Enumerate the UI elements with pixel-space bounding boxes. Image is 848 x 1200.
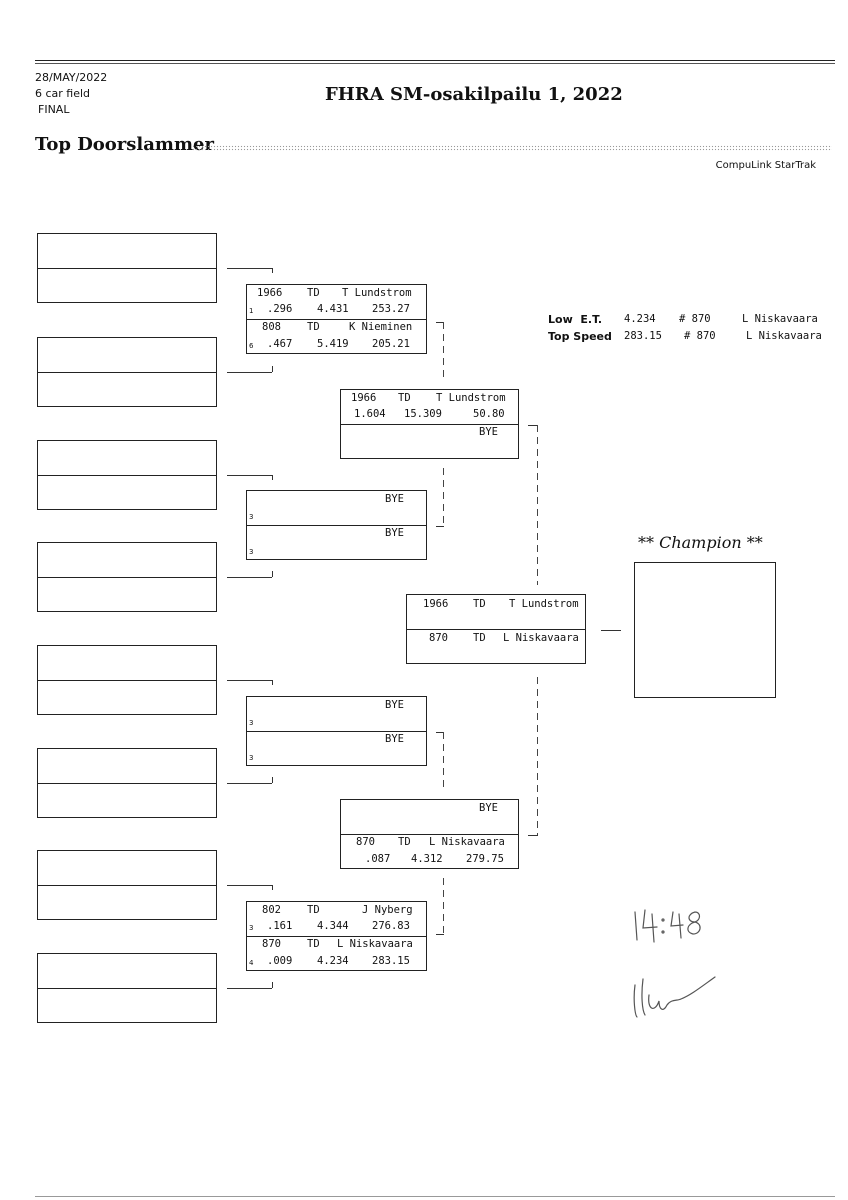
entry-box-3 <box>37 440 217 510</box>
elapsed-time: 4.234 <box>317 955 349 967</box>
elapsed-time: 5.419 <box>317 338 349 350</box>
entry-box-5 <box>37 645 217 715</box>
elapsed-time: 4.344 <box>317 920 349 932</box>
car-number: 802 <box>262 904 281 916</box>
car-number: 1966 <box>423 598 449 610</box>
bye-label: BYE <box>479 802 498 814</box>
semifinal-1: 1966 TD T Lundstrom 1.604 15.309 50.80 B… <box>340 389 519 459</box>
seed: 3 <box>249 924 254 932</box>
round1-match-1: 1966 TD T Lundstrom 1 .296 4.431 253.27 … <box>246 284 427 354</box>
driver-name: J Nyberg <box>362 904 413 916</box>
car-number: 870 <box>356 836 375 848</box>
driver-name: L Niskavaara <box>429 836 505 848</box>
entry-box-6 <box>37 748 217 818</box>
bottom-rule <box>35 1196 835 1197</box>
bye-label: BYE <box>385 733 404 745</box>
class-code: TD <box>473 598 486 610</box>
reaction-time: .296 <box>267 303 293 315</box>
top-speed-car: # 870 <box>684 330 716 342</box>
dotted-bar <box>192 145 832 151</box>
seed: 1 <box>249 307 254 315</box>
speed: 50.80 <box>473 408 505 420</box>
semifinal-2: BYE 870 TD L Niskavaara .087 4.312 279.7… <box>340 799 519 869</box>
speed: 276.83 <box>372 920 410 932</box>
speed: 279.75 <box>466 853 504 865</box>
field-size: 6 car field <box>35 87 91 100</box>
signature-image <box>633 976 716 1018</box>
handwritten-time <box>634 909 701 943</box>
class-code: TD <box>307 287 320 299</box>
car-number: 1966 <box>257 287 283 299</box>
bye-label: BYE <box>385 527 404 539</box>
elapsed-time: 4.312 <box>411 853 443 865</box>
driver-name: T Lundstrom <box>436 392 506 404</box>
elapsed-time: 4.431 <box>317 303 349 315</box>
seed: 3 <box>249 548 254 556</box>
seed: 3 <box>249 719 254 727</box>
top-speed-value: 283.15 <box>624 330 662 342</box>
low-et-label: Low E.T. <box>548 313 603 326</box>
seed: 3 <box>249 754 254 762</box>
race-date: 28/MAY/2022 <box>35 71 108 84</box>
entry-box-2 <box>37 337 217 407</box>
driver-name: L Niskavaara <box>337 938 413 950</box>
speed: 253.27 <box>372 303 410 315</box>
top-rule <box>35 60 835 61</box>
class-code: TD <box>398 836 411 848</box>
seed: 6 <box>249 342 254 350</box>
reaction-time: .009 <box>267 955 293 967</box>
entry-box-7 <box>37 850 217 920</box>
round1-match-3: BYE 3 BYE 3 <box>246 696 427 766</box>
top-speed-label: Top Speed <box>548 330 612 343</box>
car-number: 1966 <box>351 392 377 404</box>
entry-box-8 <box>37 953 217 1023</box>
low-et-car: # 870 <box>679 313 711 325</box>
reaction-time: .087 <box>365 853 391 865</box>
bye-label: BYE <box>385 699 404 711</box>
driver-name: L Niskavaara <box>503 632 579 644</box>
top-speed-driver: L Niskavaara <box>746 330 822 342</box>
header-info: 28/MAY/2022 6 car field FINAL <box>35 70 107 118</box>
seed: 3 <box>249 513 254 521</box>
low-et-driver: L Niskavaara <box>742 313 818 325</box>
class-code: TD <box>307 904 320 916</box>
driver-name: K Nieminen <box>349 321 413 333</box>
event-title: FHRA SM-osakilpailu 1, 2022 <box>325 84 623 105</box>
low-et-value: 4.234 <box>624 313 656 325</box>
champion-label: ** Champion ** <box>638 533 763 552</box>
car-number: 808 <box>262 321 281 333</box>
car-number: 870 <box>262 938 281 950</box>
bye-label: BYE <box>385 493 404 505</box>
final-match: 1966 TD T Lundstrom 870 TD L Niskavaara <box>406 594 586 664</box>
reaction-time: .161 <box>267 920 293 932</box>
champion-box <box>634 562 776 698</box>
driver-name: T Lundstrom <box>342 287 412 299</box>
reaction-time: .467 <box>267 338 293 350</box>
class-code: TD <box>473 632 486 644</box>
round1-match-4: 802 TD J Nyberg 3 .161 4.344 276.83 870 … <box>246 901 427 971</box>
bye-label: BYE <box>479 426 498 438</box>
elapsed-time: 15.309 <box>404 408 442 420</box>
driver-name: T Lundstrom <box>509 598 579 610</box>
software-label: CompuLink StarTrak <box>715 160 816 171</box>
entry-box-4 <box>37 542 217 612</box>
reaction-time: 1.604 <box>354 408 386 420</box>
speed: 205.21 <box>372 338 410 350</box>
class-code: TD <box>307 321 320 333</box>
round-name: FINAL <box>38 103 70 116</box>
speed: 283.15 <box>372 955 410 967</box>
class-code: TD <box>307 938 320 950</box>
car-number: 870 <box>429 632 448 644</box>
round1-match-2: BYE 3 BYE 3 <box>246 490 427 560</box>
entry-box-1 <box>37 233 217 303</box>
class-title: Top Doorslammer <box>35 134 214 155</box>
stats-block: Low E.T. 4.234 # 870 L Niskavaara Top Sp… <box>548 313 828 347</box>
seed: 4 <box>249 959 254 967</box>
class-code: TD <box>398 392 411 404</box>
top-rule-2 <box>35 63 835 64</box>
